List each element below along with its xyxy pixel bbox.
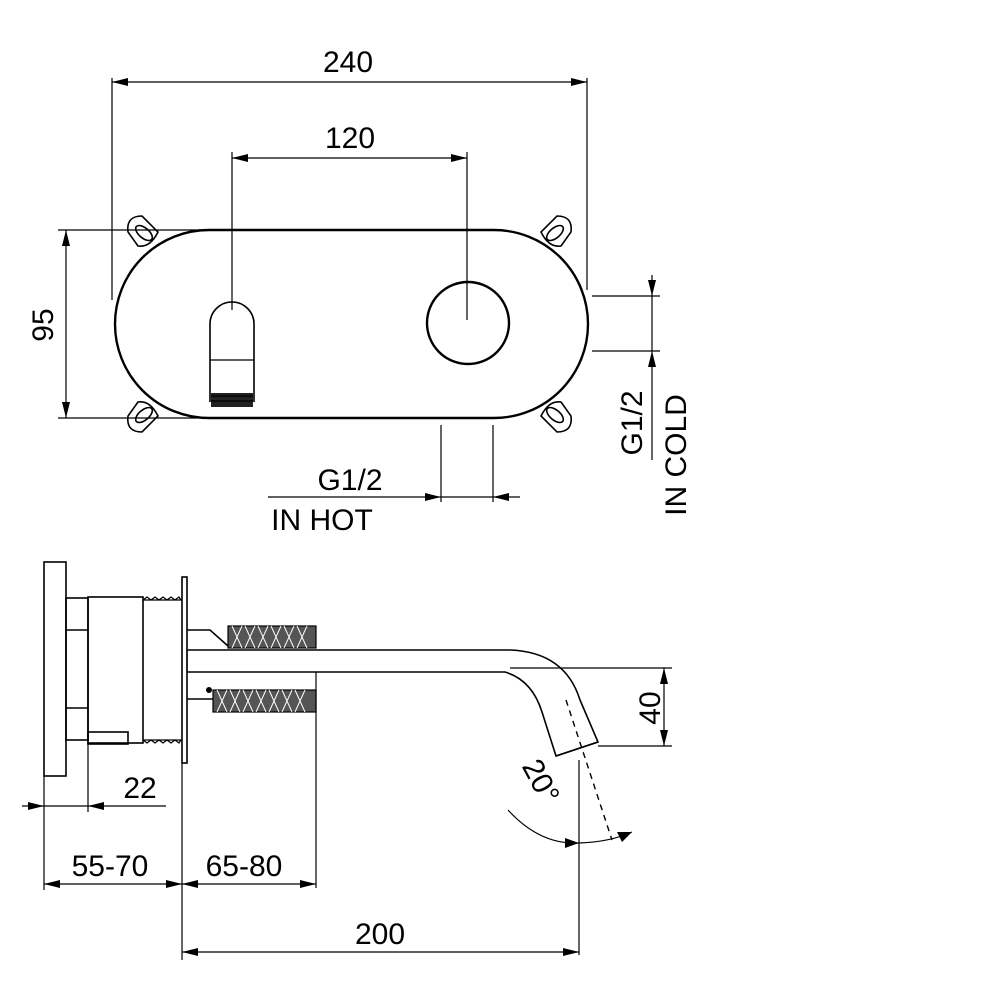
side-view: 40 20° 22 55-70 65-80 200 <box>22 561 672 960</box>
mounting-lug-top-right <box>540 215 573 248</box>
wall-plate <box>113 228 590 420</box>
dim-body-depth: 55-70 <box>72 850 149 883</box>
angle-arc <box>507 809 633 844</box>
cold-thread-label: G1/2 <box>616 390 649 455</box>
dim-spout-reach: 200 <box>355 918 405 951</box>
handle-knob <box>425 280 511 366</box>
spout-side <box>187 649 600 758</box>
mounting-lug-bottom-right <box>540 400 573 433</box>
dim-wall-depth: 65-80 <box>206 850 283 883</box>
hot-inlet-label: IN HOT <box>271 504 373 537</box>
handle-side <box>43 561 67 777</box>
wall-plate-side <box>181 576 188 764</box>
knurled-sleeve-top <box>227 625 317 649</box>
mounting-lug-top-left <box>126 215 159 248</box>
mounting-lug-bottom-left <box>126 400 159 433</box>
dim-overall-width: 240 <box>323 46 373 79</box>
valve-body-side <box>87 596 144 744</box>
hot-thread-label: G1/2 <box>317 464 382 497</box>
cold-inlet-label: IN COLD <box>660 394 693 516</box>
dim-spout-height: 40 <box>634 691 667 724</box>
dim-wall-offset: 22 <box>123 772 156 805</box>
spout-front <box>209 301 255 407</box>
dim-center-distance: 120 <box>325 122 375 155</box>
spout-angle: 20° <box>515 754 565 810</box>
front-view: 240 120 95 <box>27 46 693 537</box>
dim-plate-height: 95 <box>27 308 60 341</box>
